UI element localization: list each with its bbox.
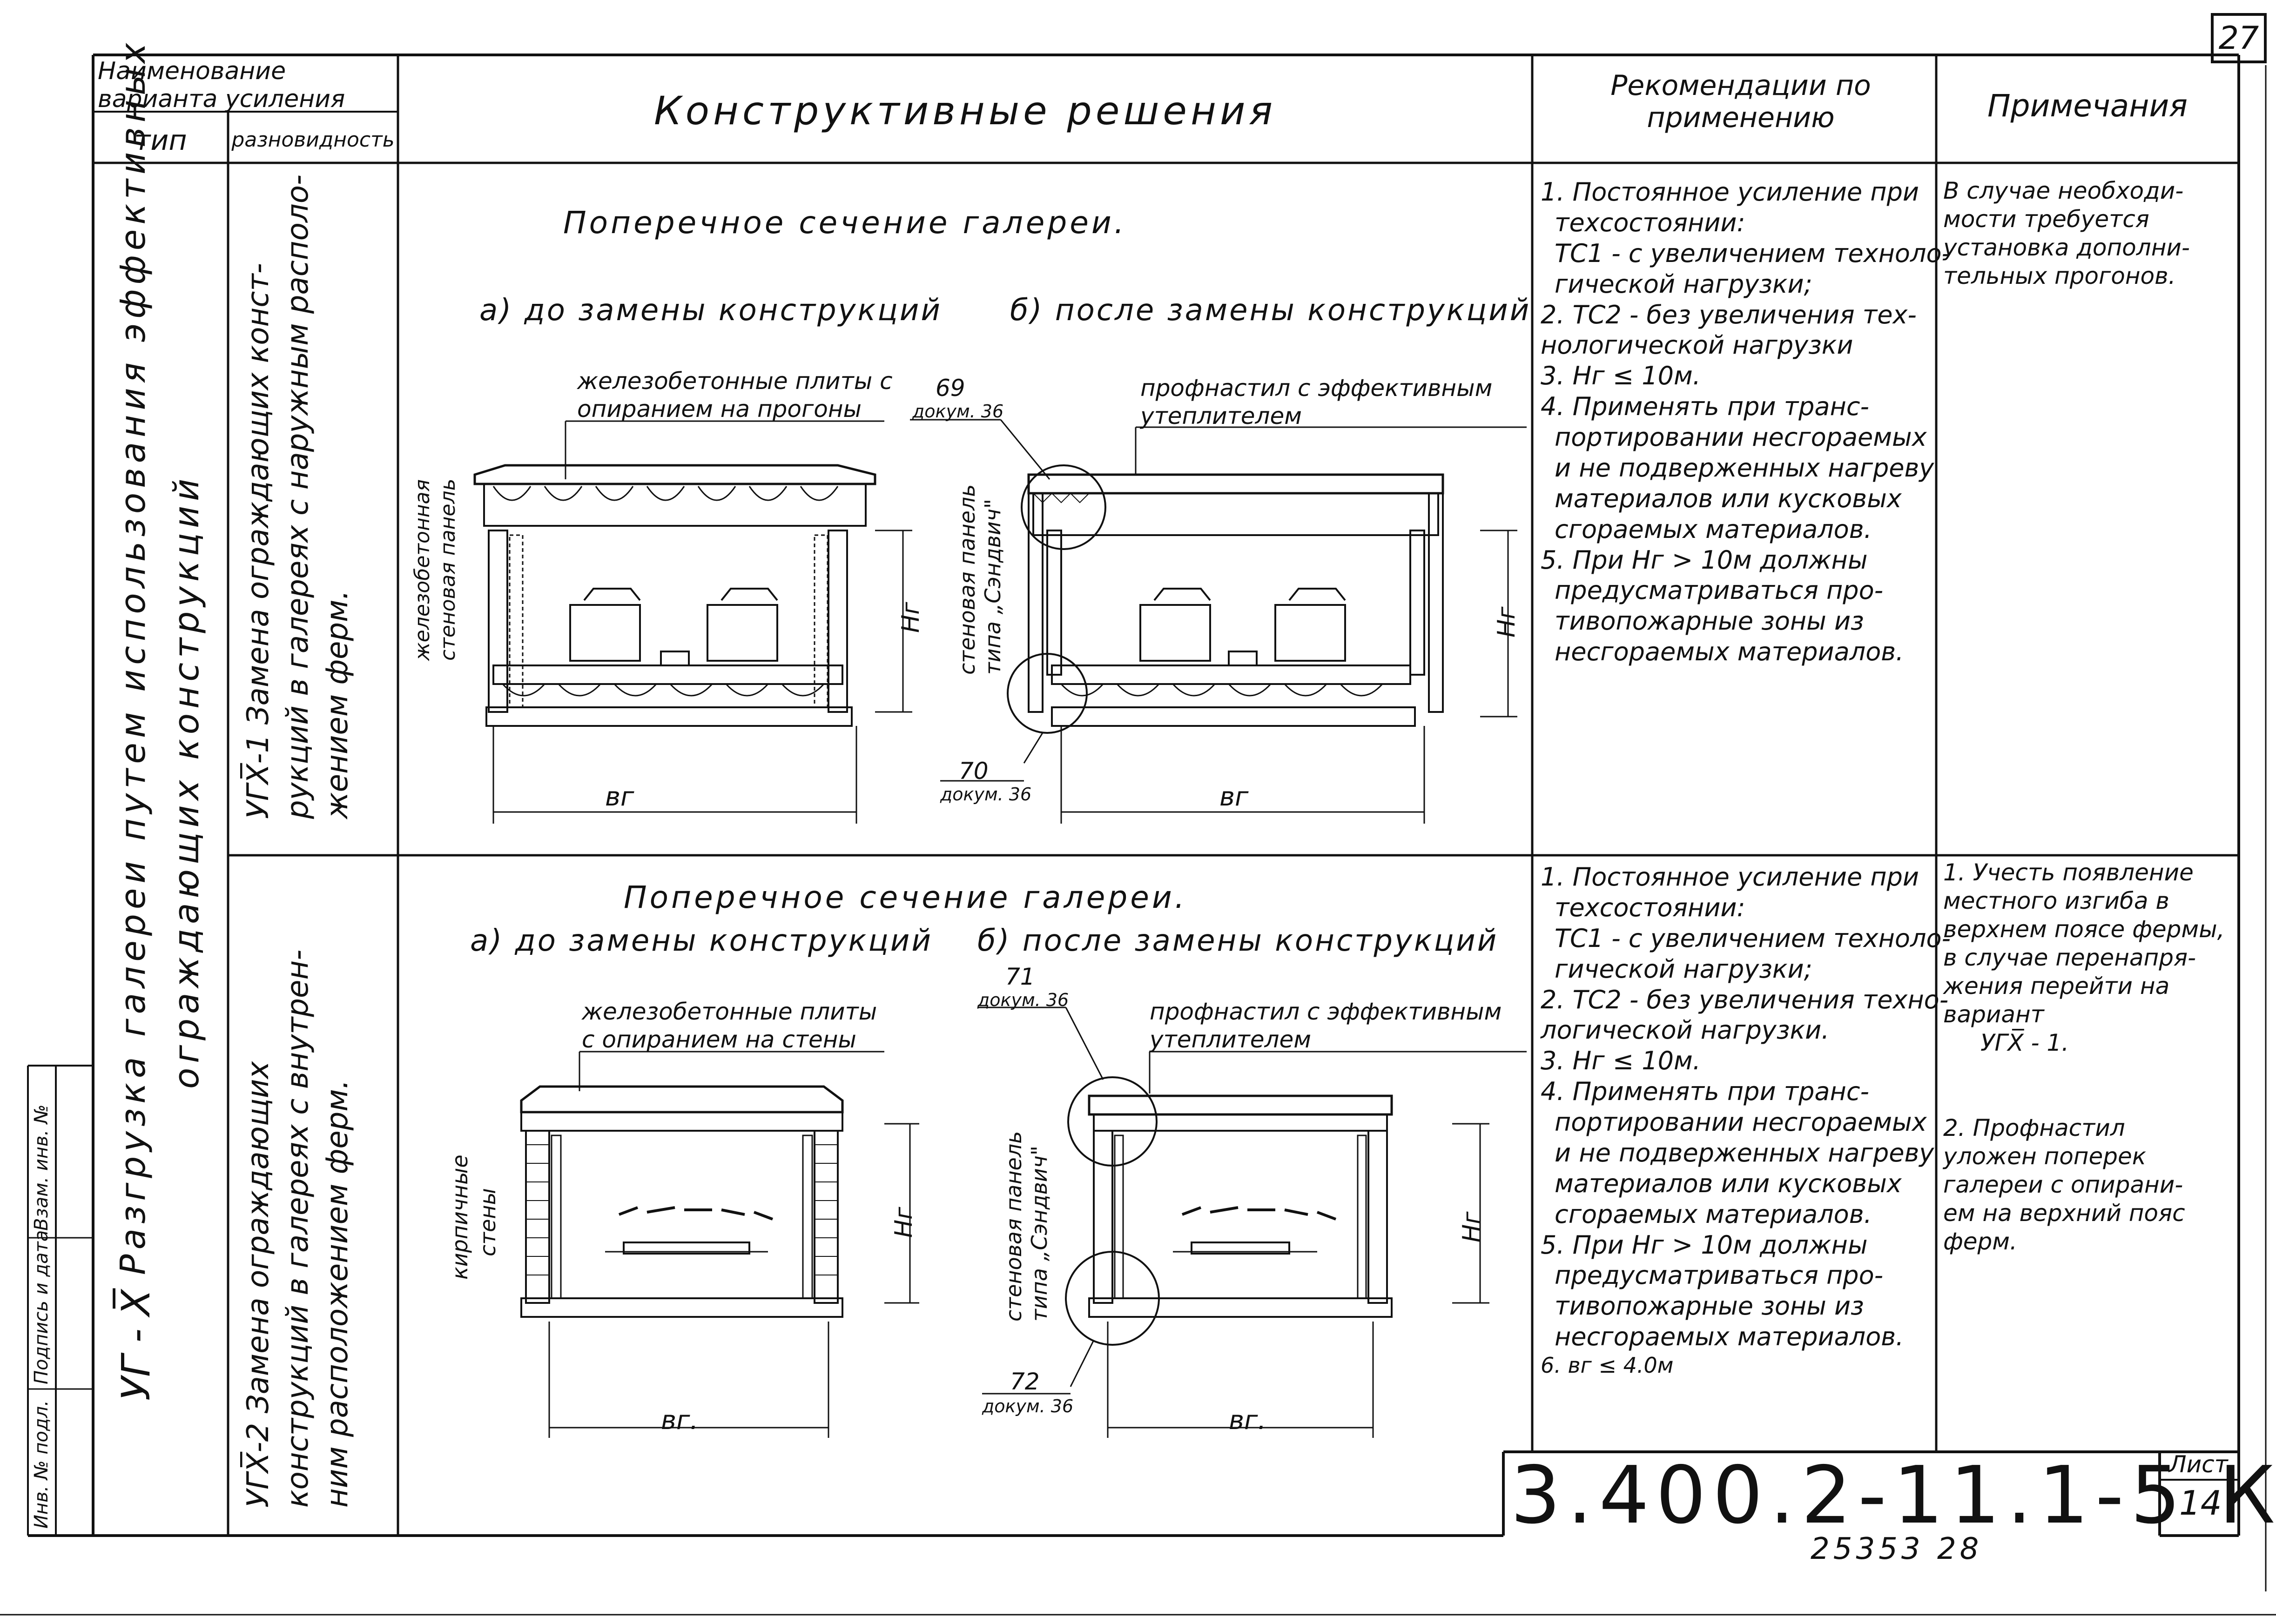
rec2-line: сгораемых материалов. <box>1555 1199 1872 1229</box>
row1-ref-bottom-doc: докум. 36 <box>940 784 1032 805</box>
rec1-line: 3. Hг ≤ 10м. <box>1541 361 1701 391</box>
rec1-line: сгораемых материалов. <box>1555 514 1872 544</box>
note2-line: уложен поперек <box>1943 1143 2146 1170</box>
header-notes: Примечания <box>1987 88 2188 124</box>
rec2-line: техсостоянии: <box>1555 893 1745 922</box>
rec1-line: портировании несгораемых <box>1555 423 1927 452</box>
note2-line: ферм. <box>1943 1228 2017 1255</box>
note2-line <box>1943 1057 2224 1086</box>
rec1-line: и не подверженных нагреву <box>1555 453 1934 483</box>
rec1-line: гической нагрузки; <box>1555 269 1812 299</box>
note2-line <box>1943 1086 2224 1114</box>
archive-numbers: 25353 28 <box>1811 1532 1983 1566</box>
rec2-line: предусматриваться про- <box>1555 1261 1884 1290</box>
rec2-line: 5. При Hг > 10м должны <box>1541 1230 1868 1260</box>
note2-line: в случае перенапря- <box>1943 944 2196 971</box>
rec2-line: 2. ТС2 - без увеличения техно- <box>1541 985 1949 1014</box>
rec1-line: 1. Постоянное усиление при <box>1541 177 1919 207</box>
rec1-line: ТС1 - с увеличением техноло- <box>1555 238 1951 268</box>
row2-dim-b-b: вг. <box>1229 1405 1266 1436</box>
row1-label-top-a-2: опиранием на прогоны <box>577 396 862 423</box>
row2-caption-b: б) после замены конструкций <box>977 924 1499 958</box>
row2-recommendations: 1. Постоянное усиление при техсостоянии:… <box>1541 862 1951 1378</box>
row2-notes: 1. Учесть появление местного изгиба в ве… <box>1943 859 2224 1256</box>
row2-section-b <box>977 1007 1527 1438</box>
row2-label-top-b-2: утеплителем <box>1150 1026 1311 1053</box>
note2-line: ем на верхний пояс <box>1943 1200 2185 1227</box>
rec2-line: 4. Применять при транс- <box>1541 1077 1870 1107</box>
note2-line: жения перейти на <box>1943 973 2170 1000</box>
row1-diagram-title: Поперечное сечение галереи. <box>563 205 1127 241</box>
row2-section-a <box>520 1051 919 1438</box>
rec2-line: портировании несгораемых <box>1555 1107 1927 1137</box>
header-subtype: разновидность <box>231 128 395 152</box>
note2-line: УГX̅ - 1. <box>1980 1029 2069 1056</box>
row2-caption-a: а) до замены конструкций <box>470 924 933 958</box>
row1-ref-bottom-num: 70 <box>959 758 989 785</box>
note2-line: вариант <box>1943 1001 2044 1028</box>
rec2-line: ТС1 - с увеличением техноло- <box>1555 923 1951 953</box>
note2-line: верхнем поясе фермы, <box>1943 916 2225 943</box>
rec2-line: 1. Постоянное усиление при <box>1541 862 1919 892</box>
row1-dim-b-a: вг <box>605 782 634 812</box>
row1-dim-b-b: вг <box>1219 782 1249 812</box>
note1-line: тельных прогонов. <box>1943 262 2176 289</box>
document-code: 3.400.2-11.1-5 КМ <box>1510 1450 2276 1542</box>
row1-caption-b: б) после замены конструкций <box>1010 293 1531 328</box>
row2-ref-bottom-num: 72 <box>1010 1368 1040 1395</box>
row2-ref-top-num: 71 <box>1005 963 1035 990</box>
row2-ref-bottom-doc: докум. 36 <box>982 1396 1074 1416</box>
row1-ref-top-num: 69 <box>936 375 965 402</box>
rec2-line: гической нагрузки; <box>1555 954 1812 984</box>
note2-line: местного изгиба в <box>1943 887 2169 914</box>
note2-line: галереи с опирани- <box>1943 1171 2183 1198</box>
row1-label-top-b-2: утеплителем <box>1140 403 1302 429</box>
rec1-line: предусматриваться про- <box>1555 576 1884 605</box>
row1-notes: В случае необходи- мости требуется устан… <box>1943 177 2190 290</box>
note1-line: установка дополни- <box>1943 234 2190 261</box>
row1-recommendations: 1. Постоянное усиление при техсостоянии:… <box>1541 177 1951 667</box>
header-solutions: Конструктивные решения <box>653 88 1277 134</box>
header-type: тип <box>134 124 187 157</box>
header-variant-title: Наименование варианта усиления <box>98 57 345 113</box>
rec1-line: 4. Применять при транс- <box>1541 392 1870 422</box>
row1-label-top-b-1: профнастил с эффективным <box>1140 375 1493 402</box>
row1-section-a <box>473 420 912 824</box>
note1-line: мости требуется <box>1943 206 2149 233</box>
row1-caption-a: а) до замены конструкций <box>479 293 942 328</box>
row2-dim-b-a: вг. <box>661 1405 699 1436</box>
row2-label-top-b-1: профнастил с эффективным <box>1150 998 1502 1025</box>
rec2-line: логической нагрузки. <box>1541 1015 1830 1045</box>
row1-section-b <box>910 419 1527 824</box>
rec2-line: тивопожарные зоны из <box>1555 1291 1864 1321</box>
sheet-number: 14 <box>2179 1483 2222 1523</box>
rec2-line: материалов или кусковых <box>1555 1168 1902 1198</box>
rec1-line: техсостоянии: <box>1555 208 1745 237</box>
page-number: 27 <box>2211 13 2267 63</box>
row2-label-top-a-2: с опиранием на стены <box>582 1026 856 1053</box>
note2-line: 2. Профнастил <box>1943 1114 2125 1141</box>
rec1-line: тивопожарные зоны из <box>1555 606 1864 636</box>
rec1-line: 2. ТС2 - без увеличения тех- <box>1541 300 1917 329</box>
rec1-line: нологической нагрузки <box>1541 330 1853 360</box>
note1-line: В случае необходи- <box>1943 177 2184 204</box>
rec1-line: материалов или кусковых <box>1555 483 1902 513</box>
row2-diagram-title: Поперечное сечение галереи. <box>624 879 1187 915</box>
note2-line: 1. Учесть появление <box>1943 859 2194 886</box>
sheet-label: Лист <box>2169 1451 2228 1478</box>
header-recommendations: Рекомендации по применению <box>1610 69 1871 134</box>
rec2-line: 3. Hг ≤ 10м. <box>1541 1046 1701 1076</box>
row1-ref-top-doc: докум. 36 <box>912 401 1004 422</box>
rec2-line: 6. вг ≤ 4.0м <box>1541 1353 1674 1378</box>
rec2-line: несгораемых материалов. <box>1555 1322 1904 1352</box>
rec1-line: несгораемых материалов. <box>1555 637 1904 667</box>
rec2-line: и не подверженных нагреву <box>1555 1138 1934 1168</box>
row2-label-top-a-1: железобетонные плиты <box>582 998 877 1025</box>
row1-label-top-a-1: железобетонные плиты с <box>577 368 893 395</box>
rec1-line: 5. При Hг > 10м должны <box>1541 545 1868 575</box>
